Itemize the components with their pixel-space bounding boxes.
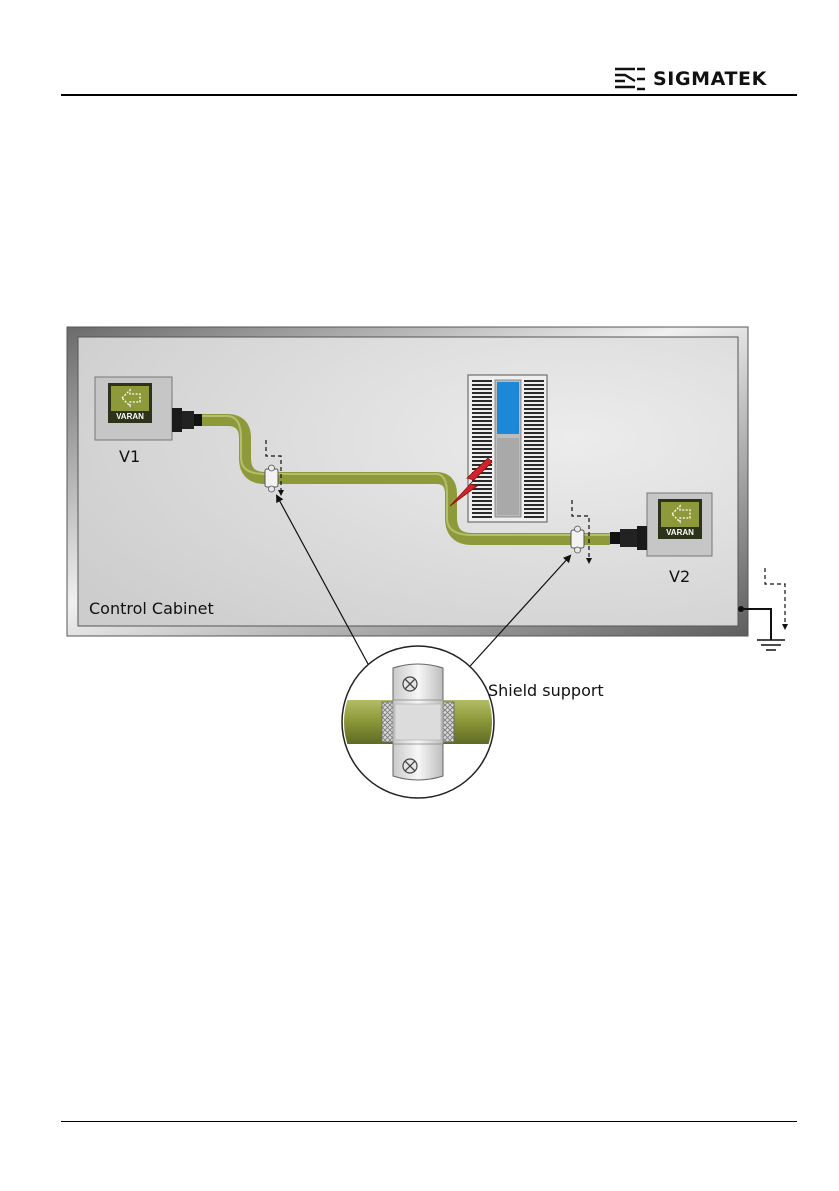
vent-slot: [472, 436, 492, 438]
vent-slot: [472, 432, 492, 434]
vent-slot: [524, 496, 544, 498]
vent-slot: [524, 388, 544, 390]
vent-slot: [524, 408, 544, 410]
vent-slot: [472, 388, 492, 390]
vent-slot: [472, 420, 492, 422]
vent-slot: [524, 508, 544, 510]
vent-slot: [524, 392, 544, 394]
vent-slot: [524, 468, 544, 470]
vent-slot: [524, 432, 544, 434]
ground-current-path: [765, 568, 785, 628]
vent-slot: [472, 416, 492, 418]
vent-slot: [524, 428, 544, 430]
vent-slot: [524, 492, 544, 494]
vent-slot: [472, 500, 492, 502]
vent-slot: [472, 456, 492, 458]
vent-slot: [472, 384, 492, 386]
vent-slot: [524, 444, 544, 446]
vent-slot: [472, 508, 492, 510]
screw-icon: [403, 759, 417, 773]
shield-support-detail: [340, 646, 500, 798]
vent-slot: [524, 448, 544, 450]
vent-slot: [524, 476, 544, 478]
cabinet-label: Control Cabinet: [89, 599, 214, 618]
vent-slot: [472, 440, 492, 442]
vent-slot: [524, 460, 544, 462]
vent-slot: [472, 504, 492, 506]
vent-slot: [472, 496, 492, 498]
vent-slot: [472, 408, 492, 410]
device-v1-label: V1: [119, 447, 140, 466]
vent-slot: [472, 444, 492, 446]
varan-logo-text-v2: VARAN: [666, 528, 694, 537]
vent-slot: [524, 404, 544, 406]
vent-slot: [472, 452, 492, 454]
vent-slot: [472, 516, 492, 518]
vent-slot: [524, 488, 544, 490]
vent-slot: [524, 516, 544, 518]
vent-slot: [524, 412, 544, 414]
varan-logo-text-v1: VARAN: [116, 412, 144, 421]
vent-slot: [472, 396, 492, 398]
vent-slot: [524, 396, 544, 398]
vent-slot: [472, 428, 492, 430]
vent-slot: [472, 488, 492, 490]
vent-slot: [472, 512, 492, 514]
vent-slot: [524, 420, 544, 422]
footer-rule: [61, 1121, 797, 1122]
vent-slot: [524, 484, 544, 486]
vent-slot: [472, 412, 492, 414]
vent-slot: [524, 500, 544, 502]
vent-slot: [472, 424, 492, 426]
vent-slot: [472, 404, 492, 406]
vent-slot: [524, 504, 544, 506]
shield-support-label: Shield support: [488, 681, 604, 700]
vent-slot: [524, 416, 544, 418]
vent-slot: [524, 440, 544, 442]
device-v2-label: V2: [669, 567, 690, 586]
vent-slot: [524, 400, 544, 402]
vent-slot: [472, 392, 492, 394]
vent-slot: [524, 480, 544, 482]
vent-slot: [524, 380, 544, 382]
vent-slot: [524, 452, 544, 454]
vent-slot: [472, 400, 492, 402]
vent-slot: [472, 480, 492, 482]
screw-icon: [403, 677, 417, 691]
vent-slot: [524, 512, 544, 514]
vent-slot: [524, 456, 544, 458]
vent-slot: [472, 492, 492, 494]
vent-slot: [524, 424, 544, 426]
vent-slot: [524, 472, 544, 474]
vent-slot: [472, 380, 492, 382]
vent-slot: [524, 384, 544, 386]
vent-slot: [524, 436, 544, 438]
vent-slot: [524, 464, 544, 466]
vent-slot: [472, 448, 492, 450]
interference-module: [468, 375, 547, 522]
